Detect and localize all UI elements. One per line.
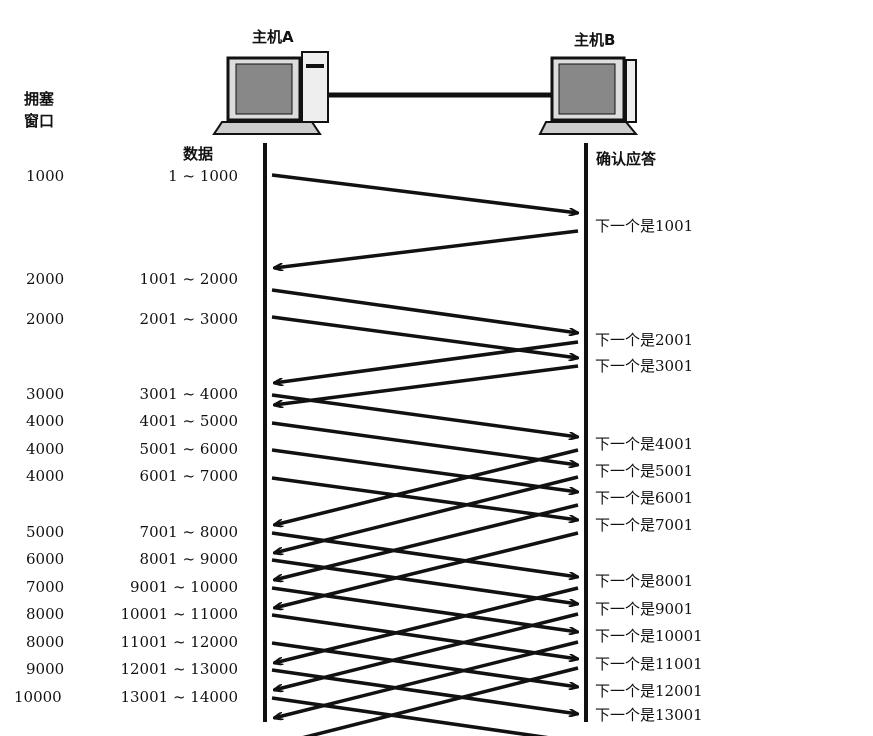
data-segment-arrow [271, 393, 578, 437]
ack-arrow [274, 448, 579, 525]
ack-label: 下一个是7001 [595, 516, 694, 534]
ack-arrow [274, 586, 579, 663]
ack-label: 下一个是3001 [595, 357, 694, 375]
cwnd-value: 1000 [26, 167, 65, 185]
ack-label: 下一个是13001 [595, 706, 703, 724]
cwnd-value: 8000 [26, 633, 65, 651]
ack-label: 下一个是8001 [595, 572, 694, 590]
data-header: 数据 [183, 145, 214, 163]
ack-label: 下一个是4001 [595, 435, 694, 453]
data-segment-arrow [271, 421, 578, 465]
cwnd-value: 4000 [26, 412, 65, 430]
ack-arrow [274, 364, 579, 405]
cwnd-value: 8000 [26, 605, 65, 623]
ack-arrow [302, 666, 579, 736]
data-segment-arrow [271, 288, 578, 333]
segment-range: 7001 ~ 8000 [139, 523, 238, 541]
ack-header: 确认应答 [596, 150, 657, 168]
ack-label: 下一个是12001 [595, 682, 703, 700]
cwnd-value: 2000 [26, 310, 65, 328]
cwnd-value: 2000 [26, 270, 65, 288]
ack-label: 下一个是1001 [595, 217, 694, 235]
segment-range: 4001 ~ 5000 [139, 412, 238, 430]
segment-range: 11001 ~ 12000 [120, 633, 238, 651]
segment-range: 3001 ~ 4000 [139, 385, 238, 403]
ack-arrow [274, 229, 579, 268]
computer-b-icon [538, 56, 639, 135]
ack-label: 下一个是10001 [595, 627, 703, 645]
cwnd-value: 9000 [26, 660, 65, 678]
segment-range: 2001 ~ 3000 [139, 310, 238, 328]
ack-label: 下一个是11001 [595, 655, 703, 673]
ack-label: 下一个是5001 [595, 462, 694, 480]
ack-arrow [274, 640, 579, 718]
computer-a-icon [212, 51, 329, 135]
ack-arrow [274, 475, 579, 553]
segment-range: 5001 ~ 6000 [139, 440, 238, 458]
ack-arrow [274, 340, 579, 383]
segment-range: 1001 ~ 2000 [139, 270, 238, 288]
ack-label: 下一个是2001 [595, 331, 694, 349]
segment-range: 1 ~ 1000 [168, 167, 238, 185]
cwnd-value: 4000 [26, 467, 65, 485]
cwnd-value: 6000 [26, 550, 65, 568]
host-b-label: 主机B [574, 31, 616, 49]
host-a-label: 主机A [252, 28, 294, 46]
segment-range: 13001 ~ 14000 [120, 688, 238, 706]
segment-range: 12001 ~ 13000 [120, 660, 238, 678]
cwnd-value: 7000 [26, 578, 65, 596]
data-segment-arrow [271, 173, 578, 213]
segment-range: 8001 ~ 9000 [139, 550, 238, 568]
segment-range: 10001 ~ 11000 [120, 605, 238, 623]
data-segment-arrow [271, 476, 578, 520]
ack-label: 下一个是6001 [595, 489, 694, 507]
ack-label: 下一个是9001 [595, 600, 694, 618]
ack-arrow [274, 531, 579, 608]
cwnd-value: 3000 [26, 385, 65, 403]
segment-range: 6001 ~ 7000 [139, 467, 238, 485]
cwnd-value: 5000 [26, 523, 65, 541]
data-segment-arrow [271, 696, 549, 736]
data-segment-arrow [271, 448, 578, 492]
cwnd-value: 4000 [26, 440, 65, 458]
segment-range: 9001 ~ 10000 [130, 578, 238, 596]
ack-arrow [274, 612, 579, 690]
cwnd-header: 拥塞 窗口 [24, 90, 55, 130]
data-segment-arrow [271, 613, 578, 659]
data-segment-arrow [271, 315, 578, 358]
cwnd-value: 10000 [14, 688, 62, 706]
ack-arrow [274, 503, 579, 580]
